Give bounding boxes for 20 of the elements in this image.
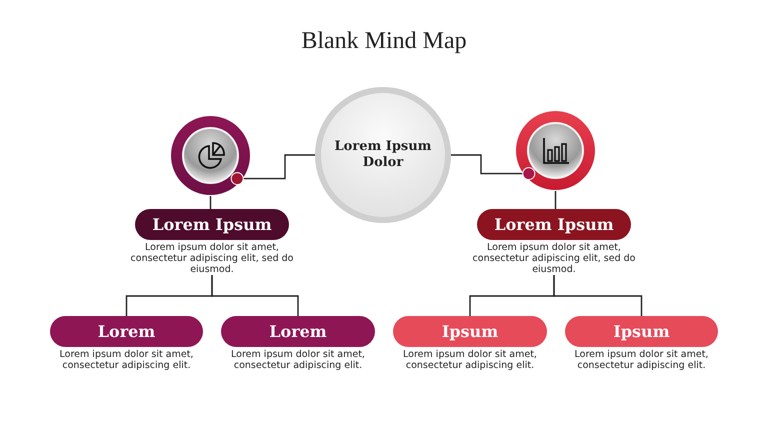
title-pill: Lorem: [221, 316, 375, 347]
description-text: Lorem ipsum dolor sit amet, consectetur adipiscing elit.: [574, 349, 710, 371]
icon-circle: [515, 110, 596, 191]
description-text: Lorem ipsum dolor sit amet, consectetur adipiscing elit, sed do eiusmod.: [130, 242, 294, 275]
title-pill: Ipsum: [565, 316, 718, 347]
connector-line: [210, 196, 212, 209]
icon-circle: [170, 115, 251, 196]
title-pill: Lorem Ipsum: [135, 209, 289, 240]
title-pill: Lorem: [50, 316, 203, 347]
connector-line: [211, 275, 299, 316]
description-text: Lorem ipsum dolor sit amet, consectetur adipiscing elit.: [402, 349, 538, 371]
title: Blank Mind Map: [300, 28, 468, 55]
description-text: Lorem ipsum dolor sit amet, consectetur adipiscing elit, sed do eiusmod.: [472, 242, 636, 275]
description-text: Lorem ipsum dolor sit amet, consectetur adipiscing elit.: [230, 349, 366, 371]
connector-line: [553, 275, 642, 316]
connector-line: [554, 191, 556, 209]
title-pill: Lorem Ipsum: [477, 209, 631, 240]
title-pill: Ipsum: [393, 316, 547, 347]
central-label: Lorem Ipsum Dolor: [334, 139, 432, 171]
description-text: Lorem ipsum dolor sit amet, consectetur adipiscing elit.: [58, 349, 194, 371]
